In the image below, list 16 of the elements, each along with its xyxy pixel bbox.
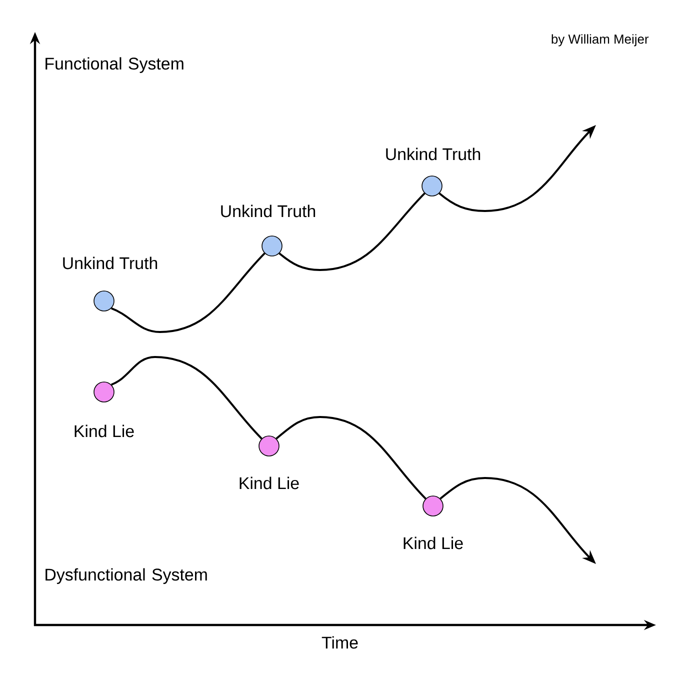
axis-label: Time [322, 636, 358, 649]
labeled-point: Unkind Truth [221, 204, 316, 256]
node-label: Unkind Truth [63, 256, 158, 270]
labeled-point: Unkind Truth [63, 256, 158, 312]
node-label: Unkind Truth [386, 148, 480, 160]
labeled-point: Kind Lie [404, 496, 463, 550]
node-label: Unkind Truth [221, 204, 316, 218]
labeled-point: Kind Lie [240, 436, 299, 490]
axis-label: Dysfunctional System [46, 568, 207, 584]
axis-label: Functional System [46, 57, 184, 73]
node-label: Kind Lie [404, 536, 463, 550]
labeled-point: Kind Lie [74, 382, 134, 438]
node-label: Kind Lie [240, 476, 299, 490]
node-label: Kind Lie [74, 424, 134, 438]
credit-text: by William Meijer [552, 34, 649, 46]
labeled-point: Unkind Truth [386, 148, 480, 196]
